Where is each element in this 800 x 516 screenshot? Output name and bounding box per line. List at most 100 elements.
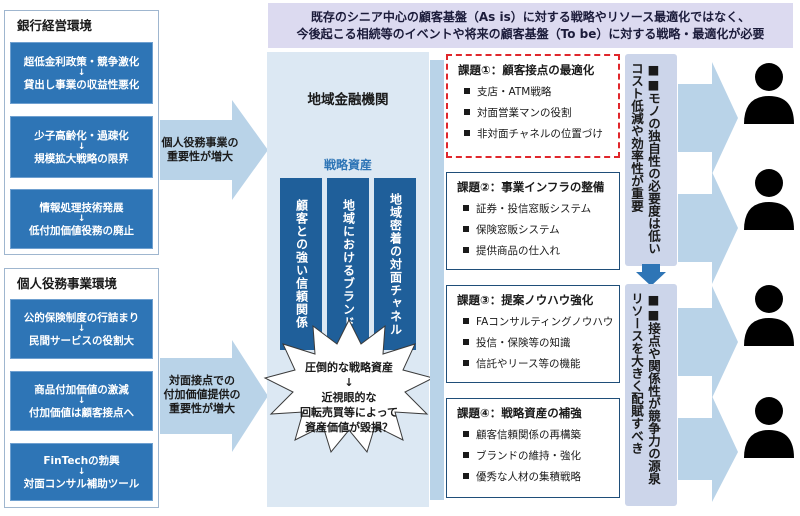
warning-burst-icon (263, 318, 435, 454)
issue-item: 顧客信頼関係の再構築 (447, 425, 619, 446)
bullet-icon (463, 226, 469, 232)
box-bottom-text: 規模拡大戦略の限界 (34, 152, 129, 165)
arrow-label-line: 付加価値提供の (163, 388, 241, 401)
down-arrow-icon: ↓ (344, 376, 354, 389)
issue-title: 課題③：提案ノウハウ強化 (457, 293, 594, 307)
banner-line-2: 今後起こる相続等のイベントや将来の顧客基盤（To be）に対する戦略・最適化が必… (296, 26, 765, 41)
burst-line: 近視眼的な (321, 391, 377, 404)
down-arrow-icon (636, 264, 666, 286)
issue-item: 支店・ATM戦略 (448, 82, 618, 103)
box-top-text: 商品付加価値の激減 (34, 383, 129, 396)
right-column-line: リソースを大きく配賦すべき (629, 292, 644, 455)
bullet-icon (463, 339, 469, 345)
issue-item: FAコンサルティングノウハウ (447, 312, 619, 333)
strategic-asset-trust: 顧客との強い信頼関係 (280, 178, 322, 350)
lower-arrow-label: 対面接点での 付加価値提供の 重要性が増大 (160, 374, 244, 416)
right-column-upper-text: ■■モノの独自性の必要度は低いコスト低減や効率性が重要 (628, 62, 662, 262)
issue-box-3: 課題③：提案ノウハウ強化 FAコンサルティングノウハウ 投信・保険等の知識 信託… (446, 285, 620, 383)
issue-item: 優秀な人材の集積戦略 (447, 467, 619, 488)
arrow-label-line: 重要性が増大 (167, 150, 233, 163)
box-top-text: 少子高齢化・過疎化 (34, 129, 129, 142)
strategic-assets-label: 戦略資産 (323, 158, 372, 172)
right-column-line: コスト低減や効率性が重要 (629, 62, 644, 212)
down-arrow-icon: ↓ (77, 213, 86, 224)
personal-environment-panel: 個人役務事業環境 公的保険制度の行詰まり ↓ 民間サービスの役割大 商品付加価値… (4, 268, 159, 508)
box-top-text: 情報処理技術発展 (39, 201, 124, 214)
bullet-icon: ■■ (646, 62, 661, 92)
issue-item: 対面営業マンの役割 (448, 103, 618, 124)
burst-line: 圧倒的な戦略資産 (305, 361, 393, 374)
bullet-icon (463, 205, 469, 211)
arrow-label-line: 対面接点での (169, 374, 235, 387)
box-top-text: 超低金利政策・競争激化 (23, 55, 140, 68)
issue-item-text: FAコンサルティングノウハウ (476, 316, 614, 328)
issue-item-text: 顧客信頼関係の再構築 (476, 429, 581, 441)
box-top-text: 公的保険制度の行詰まり (23, 311, 140, 324)
personal-env-box-3: FinTechの勃興 ↓ 対面コンサル補助ツール (10, 443, 153, 501)
upper-arrow-label: 個人役務事業の 重要性が増大 (160, 136, 240, 164)
right-column-line: モノの独自性の必要度は低い (646, 92, 661, 255)
arrow-label-line: 個人役務事業の (161, 136, 239, 149)
issue-item-text: 投信・保険等の知識 (476, 337, 571, 349)
issue-item: 投信・保険等の知識 (447, 333, 619, 354)
right-column-lower (625, 284, 677, 506)
bank-env-box-1: 超低金利政策・競争激化 ↓ 貸出し事業の収益性悪化 (10, 42, 153, 104)
issue-item-text: ブランドの維持・強化 (476, 450, 581, 462)
strategic-asset-channel: 地域密着の対面チャネル (374, 178, 416, 350)
top-banner: 既存のシニア中心の顧客基盤（As is）に対する戦略やリソース最適化ではなく、 … (268, 3, 793, 48)
issue-title: 課題④：戦略資産の補強 (457, 406, 582, 420)
bank-environment-panel: 銀行経営環境 超低金利政策・競争激化 ↓ 貸出し事業の収益性悪化 少子高齢化・過… (4, 10, 159, 255)
issue-item: 提供商品の仕入れ (447, 241, 619, 262)
right-column-upper (625, 54, 677, 266)
box-bottom-text: 貸出し事業の収益性悪化 (23, 78, 140, 91)
issue-title: 課題②：事業インフラの整備 (457, 180, 605, 194)
burst-line: 回転売買等によって (299, 406, 399, 419)
down-arrow-icon: ↓ (77, 67, 86, 78)
down-arrow-icon: ↓ (77, 323, 86, 334)
box-top-text: FinTechの勃興 (43, 454, 120, 467)
panel-title: 個人役務事業環境 (17, 275, 118, 291)
box-bottom-text: 民間サービスの役割大 (29, 334, 134, 347)
issue-item: 信託やリース等の機能 (447, 354, 619, 375)
issue-item-text: 提供商品の仕入れ (476, 245, 560, 257)
issue-item: 証券・投信窓販システム (447, 199, 619, 220)
upper-flow-arrow-icon (160, 100, 268, 200)
arrow-label-line: 重要性が増大 (169, 402, 235, 415)
issue-item-text: 支店・ATM戦略 (477, 86, 552, 98)
issue-item: ブランドの維持・強化 (447, 446, 619, 467)
center-to-issues-arrow-icon (430, 60, 444, 500)
bullet-icon (464, 109, 470, 115)
issue-box-4: 課題④：戦略資産の補強 顧客信頼関係の再構築 ブランドの維持・強化 優秀な人材の… (446, 398, 620, 498)
customer-person-icon (744, 397, 794, 458)
personal-env-box-1: 公的保険制度の行詰まり ↓ 民間サービスの役割大 (10, 299, 153, 359)
panel-title: 銀行経営環境 (17, 17, 93, 33)
issue-item-text: 証券・投信窓販システム (476, 203, 592, 215)
burst-line: 資産価値が毀損？ (305, 421, 393, 434)
personal-env-box-2: 商品付加価値の激減 ↓ 付加価値は顧客接点へ (10, 371, 153, 431)
box-bottom-text: 付加価値は顧客接点へ (29, 406, 134, 419)
regional-bank-title: 地域金融機関 (307, 92, 389, 108)
customer-person-icon (744, 285, 794, 346)
down-arrow-icon: ↓ (77, 141, 86, 152)
issues-to-customers-arrows-icon (678, 62, 738, 502)
bullet-icon (463, 431, 469, 437)
box-bottom-text: 低付加価値役務の廃止 (29, 224, 134, 237)
issue-title: 課題①：顧客接点の最適化 (458, 63, 595, 77)
issue-item: 非対面チャネルの位置づけ (448, 124, 618, 145)
issue-item: 保険窓販システム (447, 220, 619, 241)
issue-item-text: 優秀な人材の集積戦略 (476, 471, 581, 483)
bullet-icon (463, 360, 469, 366)
issue-item-text: 信託やリース等の機能 (476, 358, 581, 370)
issue-item-text: 保険窓販システム (476, 224, 560, 236)
issue-box-1: 課題①：顧客接点の最適化 支店・ATM戦略 対面営業マンの役割 非対面チャネルの… (446, 54, 620, 158)
bullet-icon (464, 130, 470, 136)
bullet-icon (463, 452, 469, 458)
box-bottom-text: 対面コンサル補助ツール (23, 477, 140, 490)
bullet-icon (463, 318, 469, 324)
banner-line-1: 既存のシニア中心の顧客基盤（As is）に対する戦略やリソース最適化ではなく、 (310, 9, 751, 24)
bullet-icon (464, 88, 470, 94)
bullet-icon: ■■ (646, 292, 661, 322)
bank-env-box-2: 少子高齢化・過疎化 ↓ 規模拡大戦略の限界 (10, 116, 153, 178)
customer-person-icon (744, 63, 794, 124)
bullet-icon (463, 473, 469, 479)
